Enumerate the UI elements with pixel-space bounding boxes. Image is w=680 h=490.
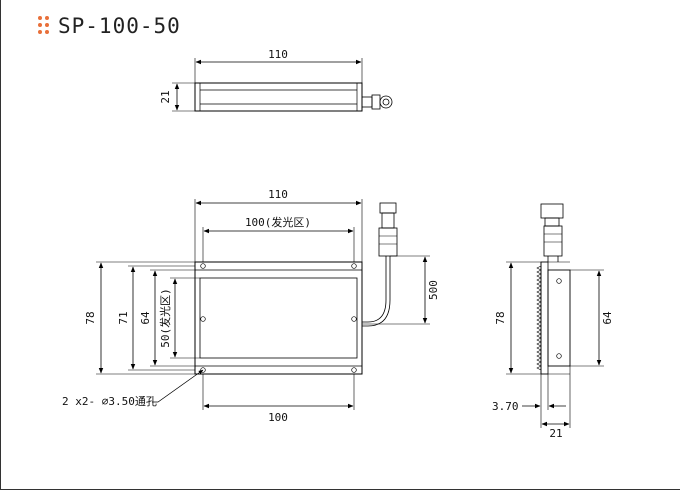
emitting-width-label: 100(发光区) [245,215,311,229]
cable-length-label: 500 [427,280,440,300]
side-depth-small-label: 3.70 [492,400,519,413]
side-depth-label: 21 [549,427,562,440]
top-view [172,58,393,112]
height-78-label: 78 [84,311,97,324]
front-width-label: 110 [268,188,288,201]
cable [362,256,387,323]
side-connector [543,225,563,257]
hole-note-label: 2 x2- ∅3.50通孔 [62,395,157,408]
height-64-label: 64 [139,311,152,325]
top-width-label: 110 [268,48,288,61]
side-height-64-label: 64 [601,311,614,325]
hole-leader [152,369,204,403]
emitting-area [199,277,358,359]
side-height-78-label: 78 [494,311,507,324]
side-housing [547,269,571,367]
mounting-hole-icon [200,263,357,373]
front-view-body [194,261,363,375]
front-connector [378,227,398,257]
title-block: SP-100-50 [38,14,181,38]
side-view [506,203,604,428]
height-71-label: 71 [117,311,130,324]
logo-dots-icon [38,16,52,36]
product-title: SP-100-50 [58,14,181,38]
heatsink-fins [536,265,542,371]
emitting-height-label: 50(发光区) [158,288,172,348]
top-height-label: 21 [159,90,172,103]
side-screw-icon [556,278,562,284]
top-view-body [194,82,363,112]
hole-pitch-label: 100 [268,411,288,424]
front-view [96,199,430,410]
top-connector [361,96,373,108]
